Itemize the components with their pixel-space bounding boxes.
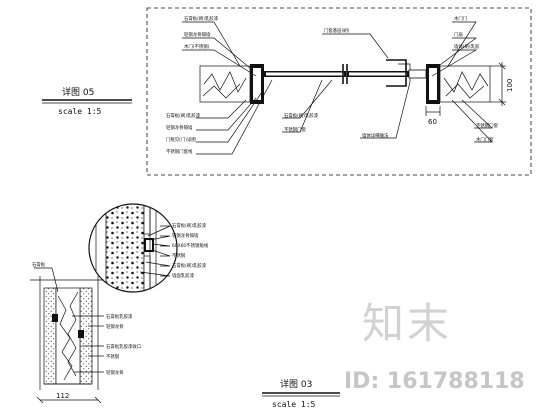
detail-05-dim-height: 100 <box>506 79 514 92</box>
detail-05-callout-14: 墙体(刷)乳胶 <box>454 43 480 50</box>
detail-03-callout-12: 轻钢龙骨 <box>106 369 124 376</box>
detail-03-circle-leaders <box>139 225 171 277</box>
detail-05-scale: scale 1:5 <box>58 107 102 116</box>
detail-03-callout-7: 石膏板 <box>32 261 46 268</box>
detail-05-callout-9: 不锈钢门套 <box>284 126 307 133</box>
detail-03-callout-3: 60X60不锈钢角线 <box>172 242 209 249</box>
detail-05-callout-1: 石膏板(刷)乳胶漆 <box>184 15 219 22</box>
detail-05-callout-2: 轻钢龙骨隔墙 <box>184 31 211 38</box>
detail-03-wall-section <box>30 276 104 390</box>
detail-05-dim-small: 60 <box>428 118 437 126</box>
detail-03-callout-6: 墙面乳胶漆 <box>172 272 195 279</box>
detail-03-callout-11: 不锈钢 <box>106 353 120 360</box>
detail-05-dimensions <box>425 62 506 116</box>
detail-05-callout-11: 墙体详细做法 <box>362 132 389 139</box>
detail-03-callout-2: 轻钢龙骨隔墙 <box>172 232 199 239</box>
detail-05-right-wall <box>426 64 491 104</box>
detail-05-callout-13: 门扇 <box>454 31 463 38</box>
detail-03-wall-leaders <box>34 267 104 373</box>
watermark-brand: 知末 <box>362 299 452 348</box>
detail-03-zoom-circle <box>88 203 178 293</box>
detail-05-callout-12: 木门门 <box>454 15 467 22</box>
detail-03-dimension <box>36 396 102 404</box>
detail-03-scale: scale 1:5 <box>272 400 316 409</box>
detail-05-callout-5: 轻钢龙骨隔墙 <box>166 124 193 131</box>
detail-05-callout-10: 门套基层(刷) <box>324 27 350 34</box>
detail-05-callout-4: 石膏板(刷)乳胶漆 <box>166 112 201 119</box>
detail-05-left-wall <box>199 64 264 104</box>
detail-05-leader-lines <box>182 21 493 155</box>
detail-05-callout-16: 木门门套 <box>476 136 494 143</box>
detail-05-title: 详图 05 <box>62 86 94 98</box>
detail-03-callout-9: 轻钢龙骨 <box>106 323 124 330</box>
detail-05-callout-6: 门框见(门)详图 <box>166 136 196 143</box>
watermark-id: ID: 161788118 <box>344 369 525 394</box>
detail-05-callout-8: 石膏板(刷)乳胶漆 <box>284 112 319 119</box>
detail-05-door-leaf <box>264 59 427 87</box>
detail-05-callout-3: 木门(不锈钢) <box>184 43 210 50</box>
detail-05-dashed-frame <box>146 7 532 176</box>
detail-03-callout-4: 不锈钢 <box>172 252 186 259</box>
detail-03-dim-width: 112 <box>56 392 69 400</box>
detail-03-callout-8: 石膏板乳胶漆 <box>106 313 133 320</box>
detail-03-title: 详图 03 <box>280 378 312 390</box>
detail-05-callout-15: 不锈钢门套 <box>476 122 499 129</box>
detail-05-callout-7: 不锈钢门套线 <box>166 148 193 155</box>
detail-03-callout-5: 石膏板(刷)乳胶漆 <box>172 262 207 269</box>
detail-03-callout-1: 石膏板(刷)乳胶漆 <box>172 222 207 229</box>
detail-03-callout-10: 石膏板乳胶漆收口 <box>106 343 141 350</box>
